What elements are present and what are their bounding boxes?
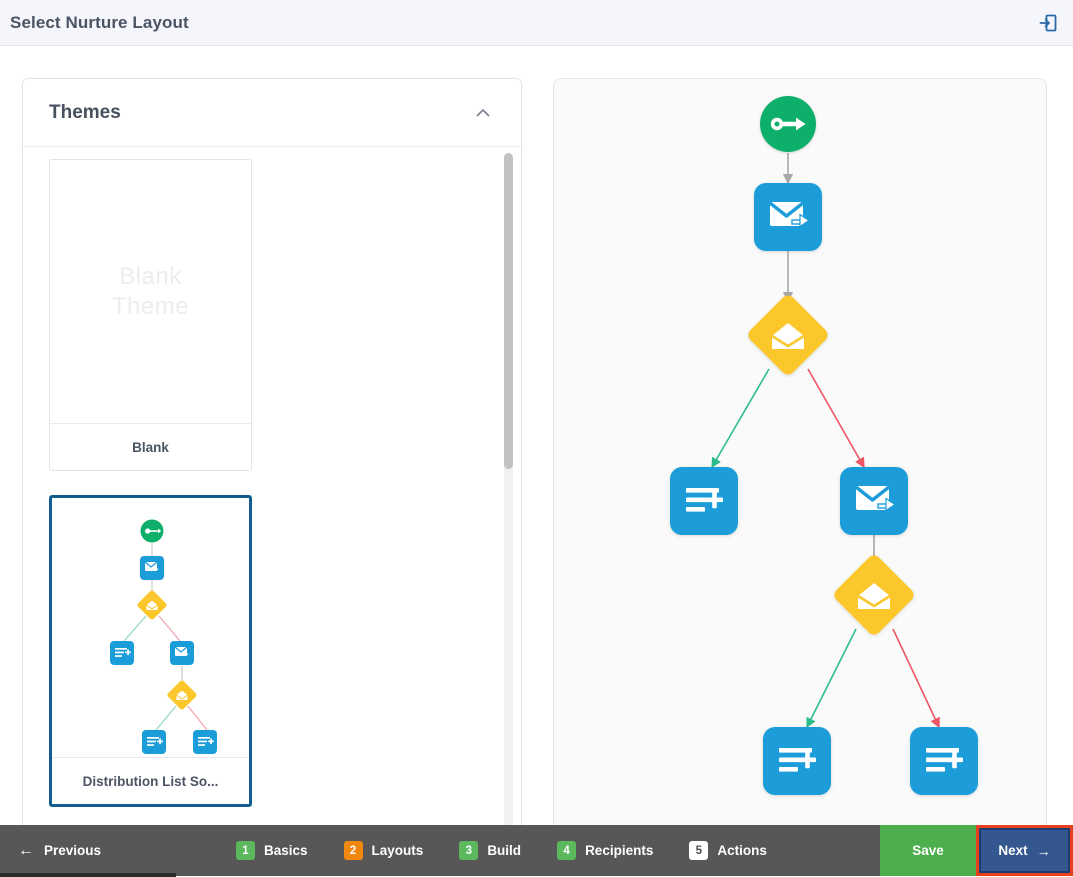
previous-label: Previous (44, 843, 102, 858)
edge-decision1-to-addlist1 (711, 368, 770, 469)
add-to-list-icon (779, 748, 816, 772)
open-envelope-icon (857, 583, 891, 609)
chevron-up-icon[interactable] (473, 103, 493, 123)
theme-card-blank[interactable]: Blank Theme Blank (49, 159, 252, 471)
edge-decision2-to-addlist2 (806, 628, 857, 729)
themes-scrollbar-thumb[interactable] (504, 153, 513, 469)
next-label: Next (998, 843, 1028, 858)
save-button[interactable]: Save (880, 825, 976, 876)
arrow-left-icon: ← (18, 841, 34, 859)
wizard-footer: ← Previous 1 Basics 2 Layouts 3 Build 4 … (0, 825, 1073, 876)
arrow-right-icon: → (1036, 842, 1051, 859)
enter-arrow-icon[interactable] (1037, 12, 1059, 34)
step-label: Layouts (371, 843, 424, 858)
themes-grid: Blank Theme Blank (23, 159, 497, 842)
node-email-opened-decision-1[interactable] (746, 293, 831, 378)
node-add-to-list-2[interactable] (763, 727, 831, 795)
theme-thumbnail: Blank Theme (50, 160, 251, 424)
node-add-to-list-3[interactable] (910, 727, 978, 795)
watermark-line-2: Theme (111, 292, 190, 320)
step-label: Recipients (585, 843, 654, 858)
step-label: Build (487, 843, 522, 858)
add-to-list-icon (926, 748, 963, 772)
step-layouts[interactable]: 2 Layouts (343, 841, 424, 860)
send-email-icon (854, 485, 897, 512)
page-title: Select Nurture Layout (10, 12, 189, 32)
step-number-badge: 1 (236, 841, 255, 860)
step-number-badge: 2 (343, 841, 363, 860)
watermark-line-1: Blank (119, 262, 182, 290)
step-basics[interactable]: 1 Basics (236, 841, 308, 860)
themes-panel: Themes Blank Theme (22, 78, 522, 843)
add-to-list-icon (686, 488, 723, 512)
open-envelope-icon (771, 323, 805, 349)
step-number-badge: 5 (689, 841, 709, 860)
themes-title: Themes (49, 101, 121, 123)
node-send-email-1[interactable] (754, 183, 822, 251)
step-label: Actions (717, 843, 767, 858)
next-button-highlight: Next → (976, 825, 1073, 876)
theme-card-distribution-list[interactable]: Distribution List So... (49, 495, 252, 807)
previous-button[interactable]: ← Previous (0, 825, 236, 876)
blank-theme-watermark: Blank Theme (50, 262, 251, 322)
browser-status-strip (0, 873, 176, 877)
dialog-header: Select Nurture Layout (0, 0, 1073, 46)
key-icon (770, 117, 806, 131)
node-email-opened-decision-2[interactable] (832, 553, 917, 638)
theme-card-label: Distribution List So... (52, 758, 249, 804)
thumbnail-flow-distribution (110, 519, 217, 754)
theme-card-label: Blank (50, 424, 251, 470)
step-number-badge: 3 (459, 841, 479, 860)
send-email-icon (768, 201, 811, 228)
layout-preview-panel (553, 78, 1047, 843)
step-recipients[interactable]: 4 Recipients (557, 841, 653, 860)
theme-thumbnail (52, 498, 249, 758)
edge-decision1-to-email2 (807, 368, 865, 469)
themes-panel-header[interactable]: Themes (23, 79, 521, 147)
next-button[interactable]: Next → (979, 828, 1070, 873)
preview-flow-diagram (670, 96, 978, 795)
edge-decision2-to-addlist3 (892, 628, 940, 729)
node-send-email-2[interactable] (840, 467, 908, 535)
node-add-to-list-1[interactable] (670, 467, 738, 535)
wizard-steps: 1 Basics 2 Layouts 3 Build 4 Recipients … (236, 825, 880, 876)
themes-scroll-area: Blank Theme Blank (23, 147, 521, 842)
step-actions[interactable]: 5 Actions (689, 841, 767, 860)
node-start[interactable] (760, 96, 816, 152)
dialog-body: Themes Blank Theme (0, 46, 1073, 843)
step-number-badge: 4 (557, 841, 577, 860)
step-label: Basics (264, 843, 308, 858)
themes-scrollbar-track[interactable] (504, 153, 513, 841)
step-build[interactable]: 3 Build (459, 841, 521, 860)
